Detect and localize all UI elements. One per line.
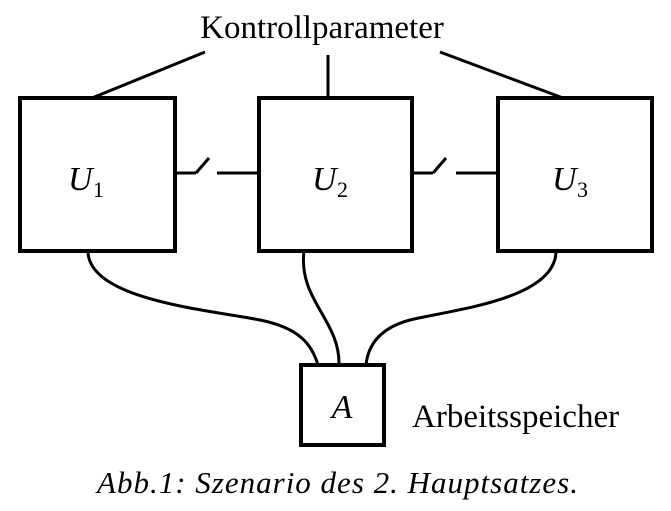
unit-u1-subscript: 1: [93, 177, 104, 202]
switch-u2-u3: [412, 157, 498, 175]
unit-u3-symbol: U: [552, 161, 579, 198]
memory-link-u3: [364, 250, 558, 366]
figure-caption: Abb.1: Szenario des 2. Hauptsatzes.: [95, 465, 579, 500]
control-line-u3: [439, 50, 564, 100]
unit-u2-symbol: U: [312, 161, 339, 198]
memory-label: Arbeitsspeicher: [412, 399, 619, 435]
unit-box-u1: U 1: [18, 96, 177, 253]
memory-link-u1: [86, 250, 320, 366]
unit-box-u2: U 2: [257, 96, 414, 253]
control-parameter-label: Kontrollparameter: [200, 10, 444, 46]
unit-u1-symbol: U: [68, 161, 95, 198]
memory-symbol: A: [330, 389, 353, 426]
memory-link-u2: [301, 250, 341, 366]
unit-u3-subscript: 3: [577, 177, 588, 202]
switch-u1-u2: [175, 157, 259, 175]
memory-box: A: [299, 363, 386, 447]
unit-u2-subscript: 2: [337, 177, 348, 202]
unit-box-u3: U 3: [496, 96, 654, 253]
control-line-u1: [91, 50, 206, 100]
